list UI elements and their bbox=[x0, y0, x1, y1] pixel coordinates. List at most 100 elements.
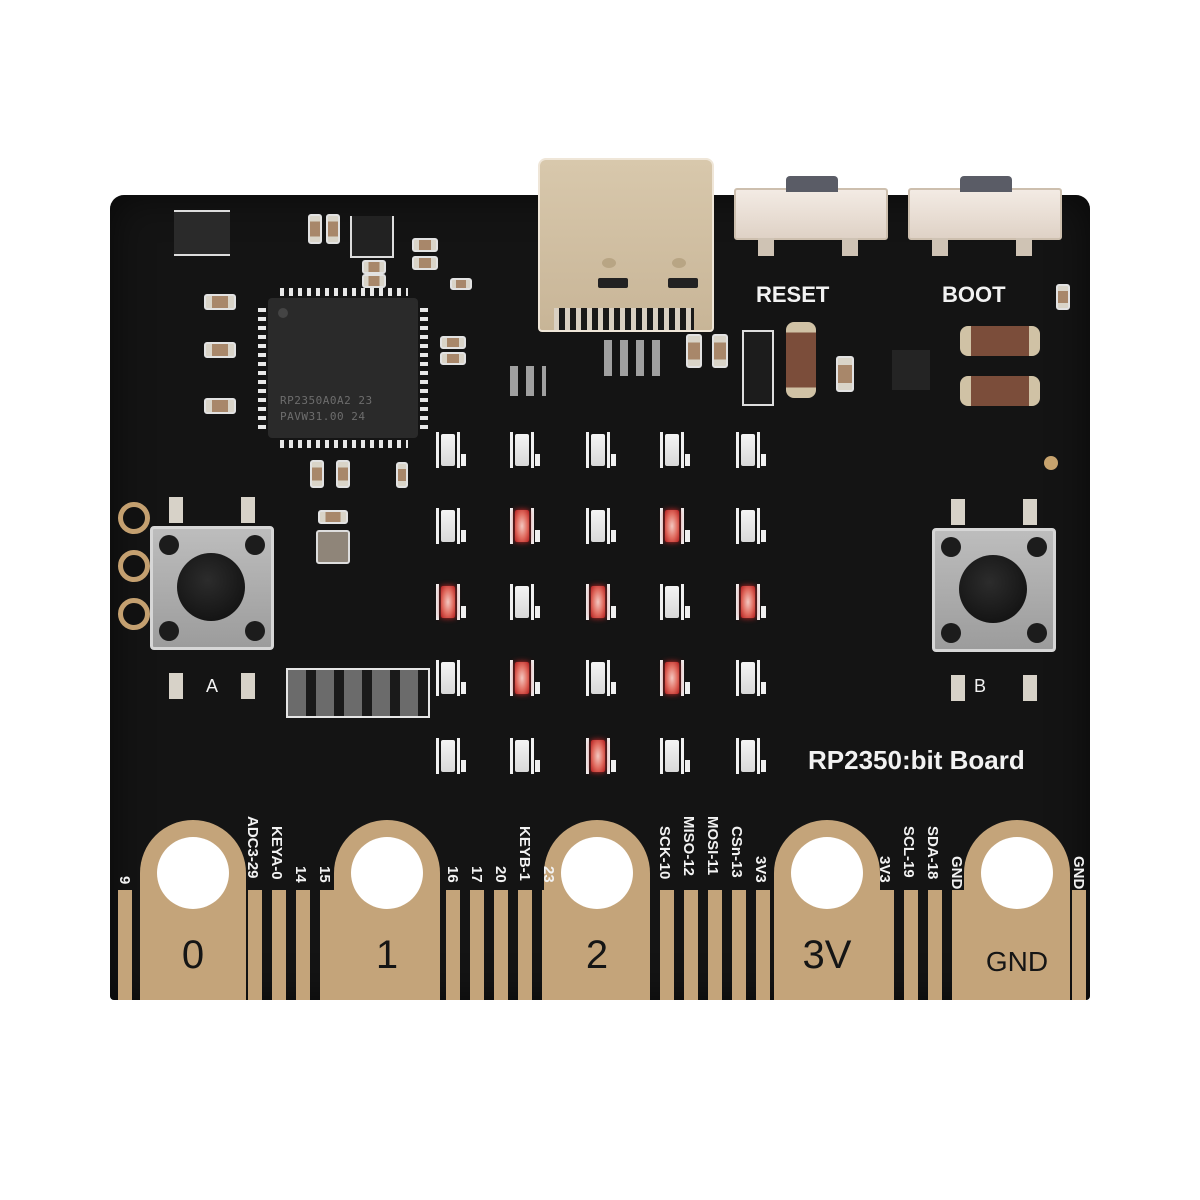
edge-finger[interactable] bbox=[248, 890, 262, 1000]
button-a[interactable] bbox=[150, 497, 274, 699]
edge-pad-0[interactable]: 0 bbox=[140, 820, 246, 1000]
led-polarity-mark bbox=[535, 530, 540, 542]
led-body bbox=[591, 662, 605, 694]
edge-finger[interactable] bbox=[470, 890, 484, 1000]
switch-knob[interactable] bbox=[786, 176, 838, 192]
power-ic bbox=[892, 350, 930, 390]
led-body bbox=[515, 586, 529, 618]
led-polarity-mark bbox=[461, 760, 466, 772]
edge-pad-3v[interactable]: 3V bbox=[774, 820, 880, 1000]
edge-finger[interactable] bbox=[1072, 890, 1086, 1000]
edge-finger[interactable] bbox=[320, 890, 334, 1000]
led-off bbox=[736, 660, 766, 696]
led-body bbox=[741, 510, 755, 542]
reset-switch[interactable] bbox=[734, 176, 888, 256]
led-off bbox=[586, 432, 616, 468]
boot-label: BOOT bbox=[942, 282, 1006, 307]
edge-finger[interactable] bbox=[660, 890, 674, 1000]
led-body bbox=[665, 662, 679, 694]
pad-label: 3V bbox=[802, 933, 852, 977]
led-body bbox=[441, 586, 455, 618]
regulator-chip bbox=[350, 216, 394, 258]
led-off bbox=[736, 738, 766, 774]
led-off bbox=[736, 508, 766, 544]
led-off bbox=[436, 508, 466, 544]
pin-label: 9 bbox=[116, 876, 133, 885]
pin-label: ADC3-29 bbox=[244, 816, 261, 879]
mcu-pins bbox=[280, 440, 408, 448]
pin-label: MOSI-11 bbox=[704, 816, 721, 876]
button-leg bbox=[169, 673, 183, 699]
mcu-pins bbox=[258, 308, 266, 430]
edge-finger[interactable] bbox=[518, 890, 532, 1000]
crystal bbox=[316, 530, 350, 564]
pin-label: MISO-12 bbox=[680, 816, 697, 877]
edge-finger[interactable] bbox=[296, 890, 310, 1000]
resistor bbox=[1056, 284, 1070, 310]
resistor bbox=[204, 398, 236, 414]
edge-finger[interactable] bbox=[684, 890, 698, 1000]
capacitor bbox=[440, 352, 466, 365]
edge-finger[interactable] bbox=[928, 890, 942, 1000]
pin-label: CSn-13 bbox=[728, 826, 745, 878]
capacitor bbox=[362, 260, 386, 274]
led-off bbox=[660, 432, 690, 468]
led-body bbox=[741, 434, 755, 466]
capacitor bbox=[362, 274, 386, 288]
switch-leg bbox=[758, 238, 774, 256]
pin-label: KEYA-0 bbox=[268, 826, 285, 880]
button-b-label: B bbox=[974, 676, 987, 696]
usb-pins bbox=[554, 308, 694, 330]
edge-finger[interactable] bbox=[272, 890, 286, 1000]
capacitor bbox=[310, 460, 324, 488]
edge-pad-gnd[interactable]: GND bbox=[964, 820, 1070, 1000]
diode bbox=[742, 330, 774, 406]
led-polarity-mark bbox=[535, 682, 540, 694]
led-off bbox=[436, 738, 466, 774]
usb-dimple bbox=[602, 258, 616, 268]
usb-slot bbox=[668, 278, 698, 288]
pad-label: 0 bbox=[181, 933, 205, 977]
rp2350-mcu: RP2350A0A2 23 PAVW31.00 24 bbox=[258, 288, 428, 448]
boot-switch[interactable] bbox=[908, 176, 1062, 256]
edge-finger[interactable] bbox=[118, 890, 132, 1000]
pin-label: 16 bbox=[444, 866, 461, 883]
led-polarity-mark bbox=[761, 760, 766, 772]
resistor-array bbox=[286, 668, 430, 718]
led-polarity-mark bbox=[461, 454, 466, 466]
edge-finger[interactable] bbox=[732, 890, 746, 1000]
edge-finger[interactable] bbox=[756, 890, 770, 1000]
edge-finger[interactable] bbox=[952, 890, 966, 1000]
led-body bbox=[515, 662, 529, 694]
edge-pad-2[interactable]: 2 bbox=[544, 820, 650, 1000]
gold-via bbox=[118, 502, 150, 534]
led-polarity-mark bbox=[535, 760, 540, 772]
button-a-cap[interactable] bbox=[177, 553, 245, 621]
led-body bbox=[591, 586, 605, 618]
edge-finger[interactable] bbox=[446, 890, 460, 1000]
reset-label: RESET bbox=[756, 282, 830, 307]
resistor bbox=[396, 462, 408, 488]
chip-marking: RP2350A0A2 23 bbox=[280, 394, 373, 407]
led-polarity-mark bbox=[761, 530, 766, 542]
button-b-cap[interactable] bbox=[959, 555, 1027, 623]
button-leg bbox=[169, 497, 183, 523]
edge-finger[interactable] bbox=[542, 890, 556, 1000]
edge-finger[interactable] bbox=[708, 890, 722, 1000]
edge-pad-1[interactable]: 1 bbox=[334, 820, 440, 1000]
led-off bbox=[660, 584, 690, 620]
button-corner bbox=[245, 621, 265, 641]
edge-finger[interactable] bbox=[494, 890, 508, 1000]
led-body bbox=[591, 434, 605, 466]
pad-label: 2 bbox=[585, 933, 609, 977]
mcu-pins bbox=[280, 288, 408, 296]
edge-finger[interactable] bbox=[904, 890, 918, 1000]
switch-knob[interactable] bbox=[960, 176, 1012, 192]
gold-via bbox=[118, 550, 150, 582]
edge-finger[interactable] bbox=[880, 890, 894, 1000]
button-b[interactable] bbox=[932, 499, 1056, 701]
pad-hole bbox=[791, 837, 863, 909]
flash-chip bbox=[174, 210, 230, 256]
led-body bbox=[591, 740, 605, 772]
pad-hole bbox=[157, 837, 229, 909]
